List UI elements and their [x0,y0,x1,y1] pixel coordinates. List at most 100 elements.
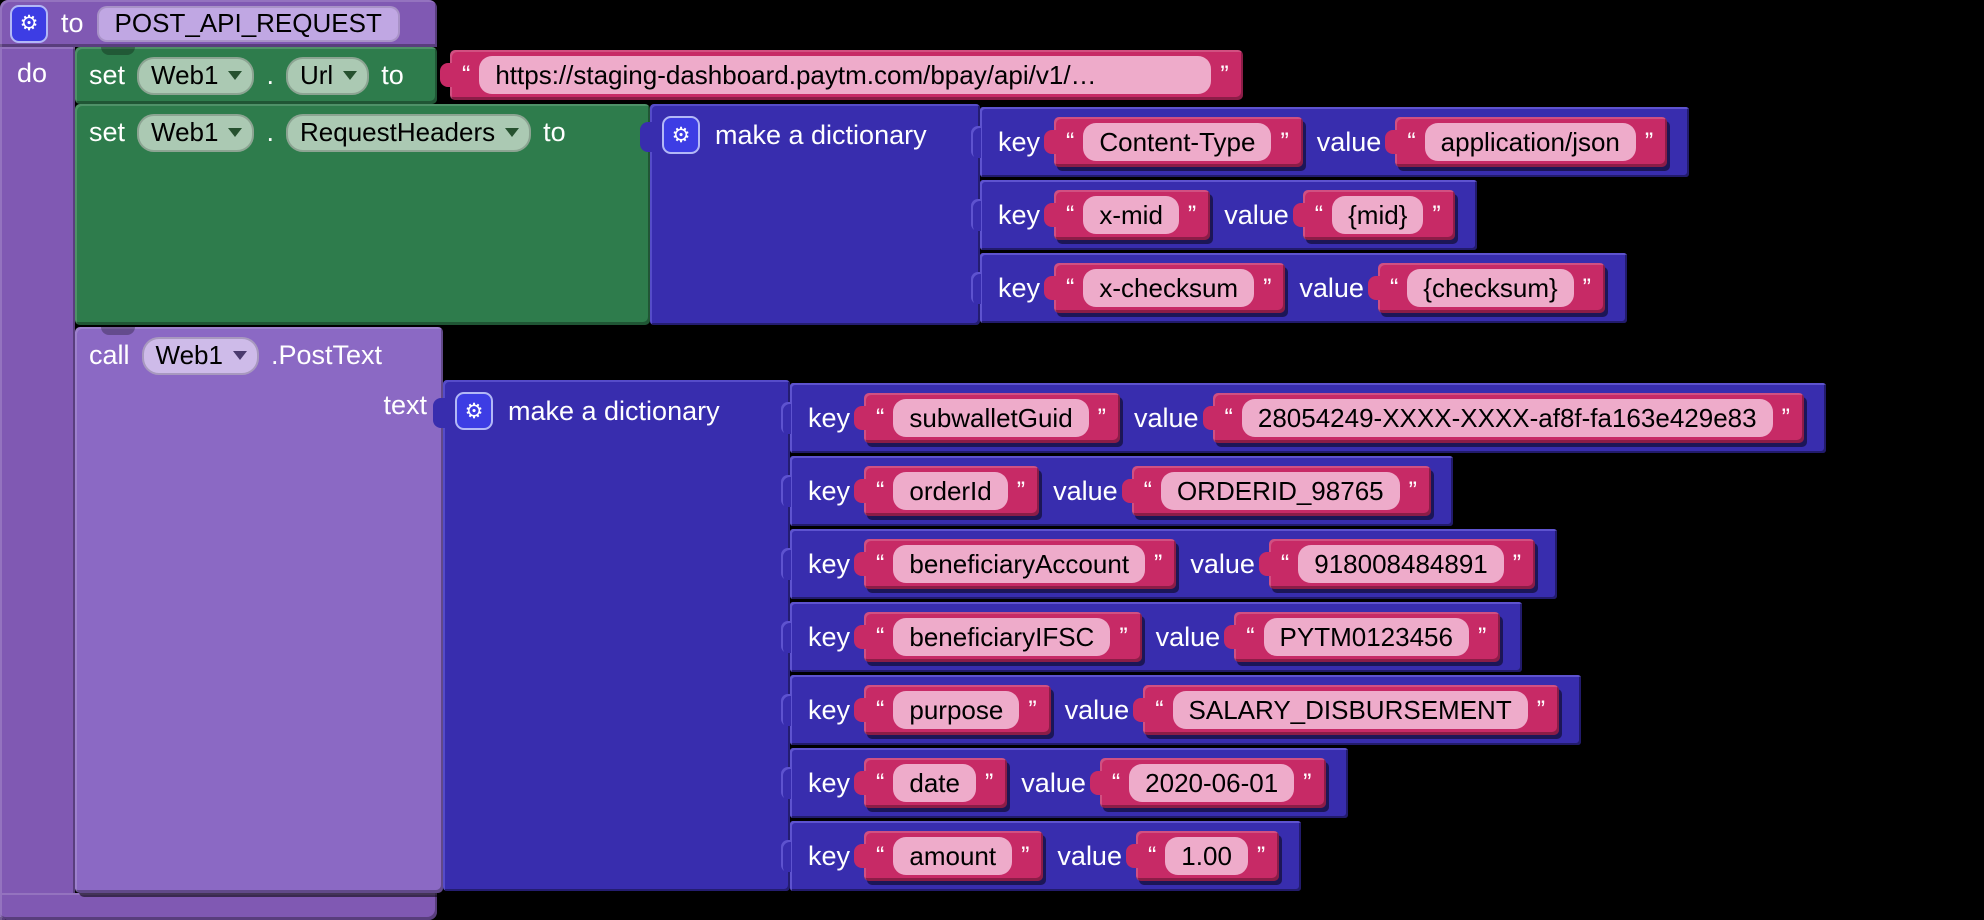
gear-icon[interactable]: ⚙ [662,116,700,154]
close-quote: ” [1408,476,1417,505]
value-string-block[interactable]: “SALARY_DISBURSEMENT” [1133,685,1560,735]
pair-row[interactable]: key “subwalletGuid” value “28054249-XXXX… [781,383,1826,453]
key-text-field[interactable]: orderId [893,472,1008,510]
open-quote: “ [1389,273,1399,302]
value-text-field[interactable]: 918008484891 [1298,545,1504,583]
open-quote: “ [1066,200,1075,229]
procedure-block-spine[interactable] [0,47,75,920]
value-string-block[interactable]: “ 918008484891 ” [1258,539,1536,589]
open-quote: “ [1143,476,1152,505]
close-quote: ” [1220,60,1229,89]
value-string-block[interactable]: “1.00” [1125,831,1280,881]
key-string-block[interactable]: “subwalletGuid” [854,393,1120,443]
key-string-block[interactable]: “ x-checksum ” [1044,263,1286,313]
key-label: key [808,402,851,433]
pair-row[interactable]: key “orderId” value “ORDERID_98765” [781,456,1453,526]
value-string-block[interactable]: “PYTM0123456” [1224,612,1501,662]
procedure-block-footer[interactable] [0,893,437,920]
key-text-field[interactable]: amount [893,837,1013,875]
value-text-field[interactable]: 28054249-XXXX-XXXX-af8f-fa163e429e83 [1241,399,1773,437]
open-quote: “ [1407,127,1416,156]
procedure-name-field[interactable]: POST_API_REQUEST [96,5,400,42]
key-text-field[interactable]: beneficiaryAccount [893,545,1146,583]
value-text-field[interactable]: SALARY_DISBURSEMENT [1172,691,1528,729]
pair-row[interactable]: key “x-mid” value “{mid}” [971,180,1477,250]
gear-icon[interactable]: ⚙ [10,4,48,43]
open-quote: “ [1280,549,1290,578]
close-quote: ” [1021,841,1030,870]
value-string-block[interactable]: “28054249-XXXX-XXXX-af8f-fa163e429e83” [1202,393,1804,443]
key-string-block[interactable]: “x-mid” [1044,190,1211,240]
value-string-block[interactable]: “{checksum}” [1367,263,1605,313]
to-label: to [543,117,566,147]
key-text-field[interactable]: date [893,764,976,802]
key-text-field[interactable]: beneficiaryIFSC [893,618,1111,656]
open-quote: “ [1111,768,1121,797]
pair-row[interactable]: key “Content-Type” value “application/js… [970,107,1690,177]
close-quote: ” [1644,127,1654,156]
component-dropdown[interactable]: Web1 [137,113,255,152]
connector-notch [101,327,135,335]
key-text-field[interactable]: x-checksum [1083,269,1255,307]
value-text-field[interactable]: {checksum} [1407,269,1574,307]
key-label: key [808,475,851,506]
pair-row[interactable]: key “date” value “2020-06-01” [781,748,1348,818]
value-text-field[interactable]: {mid} [1332,196,1424,234]
close-quote: ” [1303,768,1312,797]
call-posttext-block[interactable]: call Web1 .PostText text [75,327,443,893]
value-text-field[interactable]: ORDERID_98765 [1160,472,1400,510]
gear-icon[interactable]: ⚙ [455,392,493,430]
headers-dictionary-block[interactable]: ⚙ make a dictionary [640,104,980,325]
close-quote: ” [1028,695,1037,724]
procedure-block-header[interactable]: ⚙ to POST_API_REQUEST [0,0,437,47]
key-string-block[interactable]: “beneficiaryIFSC” [854,612,1142,662]
open-quote: “ [1066,273,1075,302]
dropdown-arrow-icon [228,128,243,137]
close-quote: ” [1097,403,1106,432]
key-string-block[interactable]: “ amount ” [854,831,1044,881]
key-string-block[interactable]: “orderId” [854,466,1040,516]
body-dictionary-block[interactable]: ⚙ make a dictionary [433,380,790,891]
value-text-field[interactable]: PYTM0123456 [1263,618,1469,656]
dropdown-arrow-icon [505,128,520,137]
property-dropdown[interactable]: RequestHeaders [286,113,532,152]
value-text-field[interactable]: 1.00 [1165,837,1248,875]
open-quote: “ [876,841,885,870]
value-string-block[interactable]: “ ORDERID_98765 ” [1121,466,1431,516]
url-string-block[interactable]: “ https://staging-dashboard.paytm.com/bp… [440,50,1243,100]
value-text-field[interactable]: 2020-06-01 [1129,764,1295,802]
open-quote: “ [1066,127,1075,156]
key-string-block[interactable]: “beneficiaryAccount” [854,539,1177,589]
value-label: value [1057,840,1122,871]
key-text-field[interactable]: Content-Type [1083,123,1272,161]
url-text-field[interactable]: https://staging-dashboard.paytm.com/bpay… [479,56,1212,94]
dictionary-label: make a dictionary [715,119,927,150]
close-quote: ” [1263,273,1272,302]
set-url-block[interactable]: set Web1 . Url to [75,47,437,104]
key-string-block[interactable]: “purpose” [854,685,1051,735]
value-string-block[interactable]: “ application/json ” [1385,117,1668,167]
pair-row[interactable]: key “amount” value “1.00” [780,821,1302,891]
key-string-block[interactable]: “date” [854,758,1008,808]
key-text-field[interactable]: purpose [893,691,1020,729]
key-text-field[interactable]: subwalletGuid [893,399,1089,437]
key-label: key [998,272,1041,303]
value-string-block[interactable]: “ 2020-06-01 ” [1089,758,1326,808]
pair-row[interactable]: key “purpose” value “SALARY_DISBURSEMENT… [780,675,1582,745]
pair-row[interactable]: key “beneficiaryIFSC” value “PYTM0123456… [780,602,1523,672]
dictionary-label: make a dictionary [508,395,720,426]
key-string-block[interactable]: “Content-Type” [1044,117,1303,167]
property-dropdown[interactable]: Url [286,56,370,95]
set-label: set [89,60,126,90]
close-quote: ” [1512,549,1522,578]
pair-row[interactable]: key “x-checksum” value “{checksum}” [971,253,1627,323]
key-text-field[interactable]: x-mid [1083,196,1179,234]
pair-row[interactable]: key “beneficiaryAccount” value “91800848… [780,529,1558,599]
component-dropdown[interactable]: Web1 [137,56,255,95]
close-quote: ” [1016,476,1026,505]
set-request-headers-block[interactable]: set Web1 . RequestHeaders to [75,104,650,325]
component-dropdown[interactable]: Web1 [141,336,259,375]
value-text-field[interactable]: application/json [1424,123,1636,161]
value-string-block[interactable]: “{mid}” [1292,190,1455,240]
